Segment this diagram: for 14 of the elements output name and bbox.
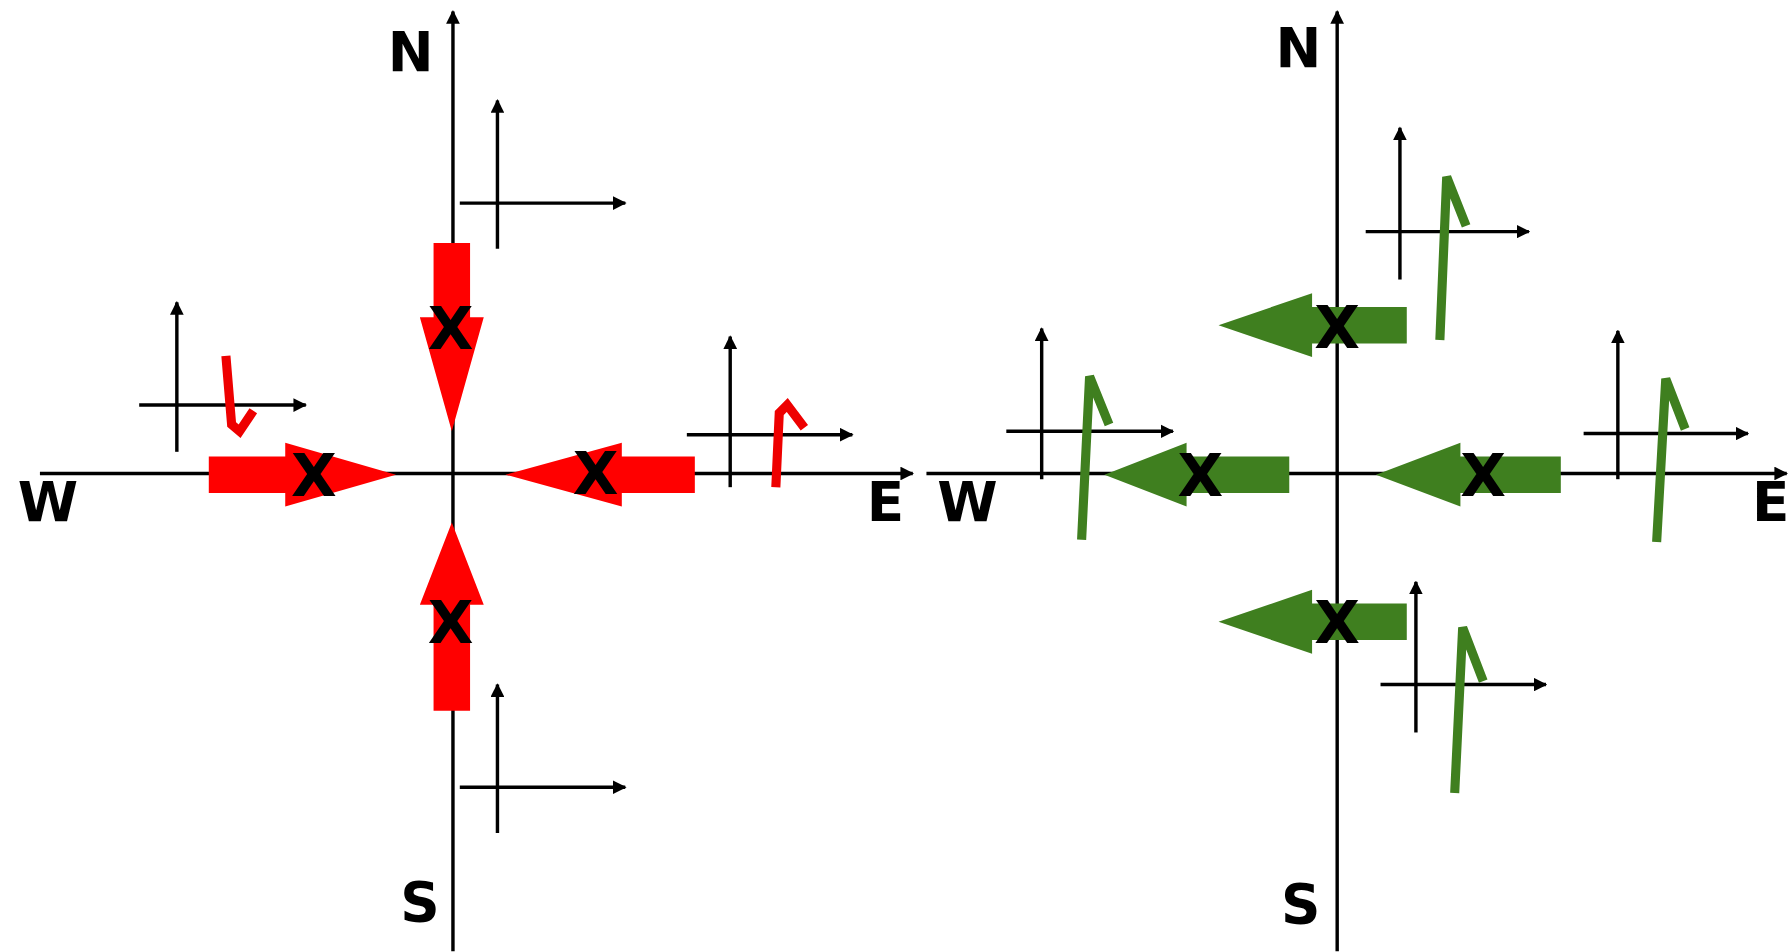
cross-mark: X xyxy=(427,298,474,359)
cross-mark: X xyxy=(1460,446,1507,506)
compass-label: S xyxy=(1280,876,1321,931)
cross-mark: X xyxy=(572,443,619,504)
compass-label: W xyxy=(17,474,79,530)
cross-mark: X xyxy=(1314,593,1361,653)
compass-label: S xyxy=(400,873,440,929)
compass-label: N xyxy=(1275,20,1322,76)
compass-label: N xyxy=(387,23,434,79)
compass-label: E xyxy=(866,474,905,530)
cross-mark: X xyxy=(290,446,337,506)
compass-label: W xyxy=(937,474,998,530)
compass-label: E xyxy=(1752,474,1789,530)
cross-mark: X xyxy=(1177,446,1224,506)
